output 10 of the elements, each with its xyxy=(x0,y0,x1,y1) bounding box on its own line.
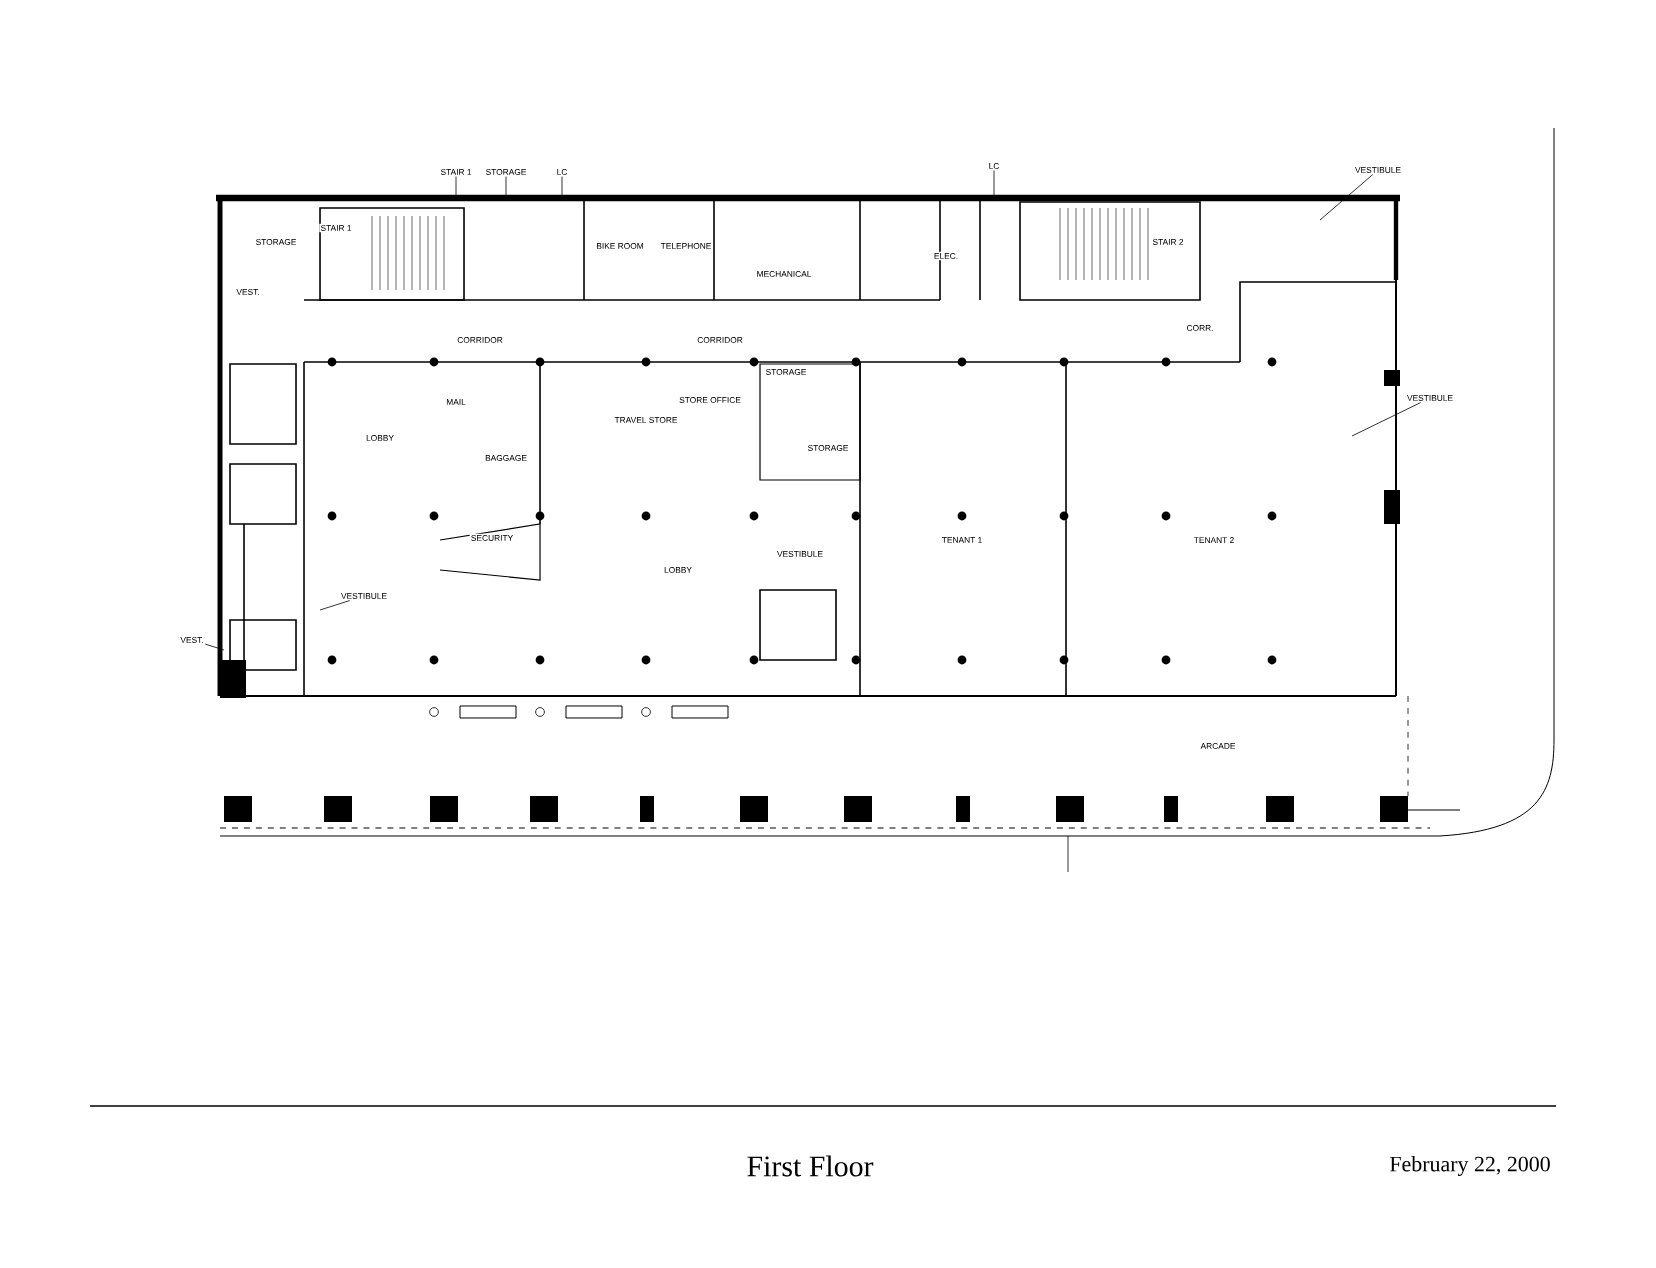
drawing-title: First Floor xyxy=(747,1155,874,1177)
leader-line xyxy=(505,176,507,197)
date-text: February 22, 2000 xyxy=(1389,1156,1550,1176)
leader-line xyxy=(561,176,563,197)
leader-line xyxy=(455,176,457,197)
leader-line xyxy=(204,643,225,651)
leader-line xyxy=(993,170,995,197)
leader-line xyxy=(1319,174,1374,221)
leader-line xyxy=(1351,402,1422,437)
leader-line xyxy=(319,600,351,611)
